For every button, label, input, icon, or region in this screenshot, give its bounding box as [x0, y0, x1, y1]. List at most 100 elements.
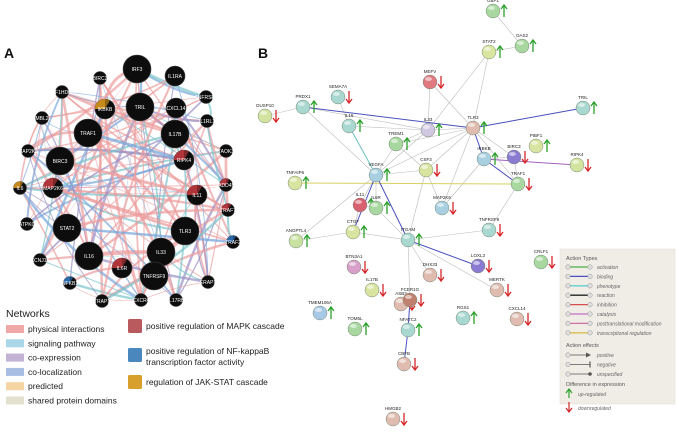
protein-node-il16[interactable]: IL16 [341, 113, 364, 134]
protein-node-pibf1[interactable]: PIBF1 [528, 133, 551, 154]
protein-node-csf3[interactable]: CSF3 [418, 157, 441, 178]
protein-node-tril[interactable]: TRIL [575, 95, 598, 116]
protein-node-rgs1[interactable]: RGS1 [455, 305, 478, 326]
protein-node-il11[interactable]: IL11 [352, 192, 375, 213]
protein-node-vegfa[interactable]: VEGFA [368, 162, 391, 183]
gene-node-il17rb[interactable]: IL17RB [168, 293, 185, 307]
gene-label: TAOK3 [218, 149, 234, 155]
protein-node-traf1[interactable]: TRAF1 [510, 171, 533, 192]
gene-node-il1[interactable]: IL11 [186, 184, 208, 206]
protein-node-dhx33[interactable]: DHX33 [423, 262, 445, 283]
protein-node-map2k6[interactable]: MAP2K6 [433, 195, 457, 216]
action-type-label: phenotype [596, 284, 621, 290]
protein-node-dusp10[interactable]: DUSP10 [256, 103, 280, 124]
gene-label: RIPK4 [177, 158, 192, 164]
gene-node-tnfrsf9b[interactable]: TNFRSF9 [195, 90, 218, 104]
gene-node-cxcl14[interactable]: CXCL14 [165, 97, 187, 119]
gene-node-birc2[interactable]: BIRC2 [93, 71, 108, 85]
gene-node-il33[interactable]: IL33 [146, 237, 176, 267]
gene-node-mbl2[interactable]: MBL2 [35, 111, 49, 125]
up-arrow-icon [403, 136, 411, 150]
interaction-edge [375, 207, 409, 241]
protein-label: FCER1G [401, 287, 420, 292]
protein-node-ctgf[interactable]: CTGF [345, 219, 368, 240]
protein-node-tmem106a[interactable]: TMEM106A [308, 300, 335, 321]
protein-node-il6r[interactable]: IL6R [368, 195, 391, 216]
protein-node-ripk4[interactable]: RIPK4 [569, 152, 592, 173]
protein-node-prdx1[interactable]: PRDX1 [295, 94, 318, 115]
gene-node-tnfrsf9[interactable]: TNFRSF9 [139, 261, 169, 291]
gene-node-map2k6[interactable]: MAP2K6 [42, 177, 64, 199]
protein-node-fcer1g[interactable]: FCER1G [401, 287, 425, 308]
gene-node-stat2[interactable]: STAT2 [52, 213, 82, 243]
protein-node-crlf1[interactable]: CRLF1 [533, 249, 556, 270]
protein-node-tom5l[interactable]: TOM5L [348, 316, 370, 337]
interaction-edge [348, 125, 377, 176]
function-swatch [128, 348, 142, 362]
protein-label: STAT2 [482, 39, 496, 44]
protein-node-mefv[interactable]: MEFV [422, 69, 445, 90]
protein-node-angptl4[interactable]: ANGPTL4 [286, 228, 311, 249]
gene-node-il1ra[interactable]: IL1RA [164, 65, 186, 87]
gene-node-traf2[interactable]: TRAF2 [225, 235, 241, 249]
protein-node-il33[interactable]: IL33 [420, 117, 443, 138]
gene-node-cxcr4[interactable]: CXCR4 [133, 293, 150, 307]
protein-node-cbfb[interactable]: CBFB [396, 351, 419, 372]
down-arrow-icon [485, 260, 493, 274]
gene-node-tril[interactable]: TRIL [125, 92, 155, 122]
protein-node-il17b[interactable]: IL17B [364, 277, 387, 298]
gene-node-il6r[interactable]: IL6R [111, 257, 133, 279]
action-legend: Action Types activationbindingphenotyper… [559, 248, 676, 413]
gene-node-kcnj15[interactable]: KCNJ15 [31, 253, 50, 267]
protein-node-sema7a[interactable]: SEMA7A [329, 84, 353, 105]
gene-node-erap1[interactable]: ERAP1 [200, 275, 217, 289]
gene-node-il6[interactable]: IL6 [13, 181, 27, 195]
up-arrow-icon [310, 99, 318, 113]
gene-node-ikbkb[interactable]: IKBKB [94, 98, 116, 120]
protein-node-nfatc2[interactable]: NFATC2 [400, 317, 423, 338]
gene-node-il16[interactable]: IL16 [74, 241, 104, 271]
gene-node-birc3[interactable]: BIRC3 [45, 146, 75, 176]
network-swatch [6, 339, 24, 348]
protein-node-trem1[interactable]: TREM1 [388, 131, 411, 152]
protein-node-loxl3[interactable]: LOXL3 [470, 253, 493, 274]
protein-node-tlr3[interactable]: TLR3 [465, 115, 488, 136]
gene-label: MAP2K3 [18, 149, 38, 155]
gene-label: IL6R [117, 266, 128, 272]
protein-node-itgam[interactable]: ITGAM [400, 227, 423, 248]
interaction-edge [295, 174, 377, 242]
protein-node-stat2[interactable]: STAT2 [481, 39, 504, 60]
gene-label: STAT2 [60, 226, 75, 232]
protein-node-mertk[interactable]: MERTK [489, 277, 512, 298]
protein-node-birc3[interactable]: BIRC3 [506, 144, 529, 165]
protein-node-cxcl14[interactable]: CXCL14 [508, 306, 532, 327]
gene-node-map2k3[interactable]: MAP2K3 [18, 144, 38, 158]
protein-node-ikbkb[interactable]: IKBKB [476, 146, 499, 167]
gene-node-irf3[interactable]: IRF3 [122, 54, 152, 84]
protein-node-oas2[interactable]: OAS2 [514, 33, 537, 54]
protein-node-tnfrsf9[interactable]: TNFRSF9 [479, 217, 504, 238]
protein-label: ITGAM [401, 227, 416, 232]
gene-node-nfkb1[interactable]: NFKB1 [62, 276, 78, 290]
protein-node-btn3a1[interactable]: BTN3A1 [345, 254, 369, 275]
gene-node-traf7[interactable]: TRAF7 [220, 203, 236, 217]
gene-label: BIRC2 [93, 76, 108, 82]
gene-node-kif1hd66[interactable]: KIF1HD66 [50, 85, 74, 99]
gene-node-il1rl1[interactable]: IL1RL1 [199, 114, 215, 128]
protein-node-gbp1[interactable]: GBP1 [485, 0, 508, 19]
gene-node-gadd45a[interactable]: GADD45A [214, 178, 238, 192]
gene-node-taok3[interactable]: TAOK3 [218, 144, 234, 158]
protein-node-tnfaip6[interactable]: TNFAIP6 [286, 170, 310, 191]
protein-node-asb3[interactable]: ASB3 [393, 291, 416, 312]
gene-node-ripk4[interactable]: RIPK4 [173, 149, 195, 171]
protein-node-hmgb2[interactable]: HMGB2 [385, 406, 408, 427]
gene-label: IKBKB [98, 107, 113, 113]
gene-node-trap1[interactable]: TRAP1 [94, 294, 110, 308]
down-arrow-icon [524, 313, 532, 327]
gene-node-il17b[interactable]: IL17B [160, 119, 190, 149]
gene-node-atpkc[interactable]: ATPKC [19, 217, 36, 231]
down-arrow-icon [525, 178, 533, 192]
gene-node-traf1[interactable]: TRAF1 [73, 118, 103, 148]
protein-label: CXCL14 [508, 306, 526, 311]
gene-node-tlr3[interactable]: TLR3 [170, 216, 200, 246]
